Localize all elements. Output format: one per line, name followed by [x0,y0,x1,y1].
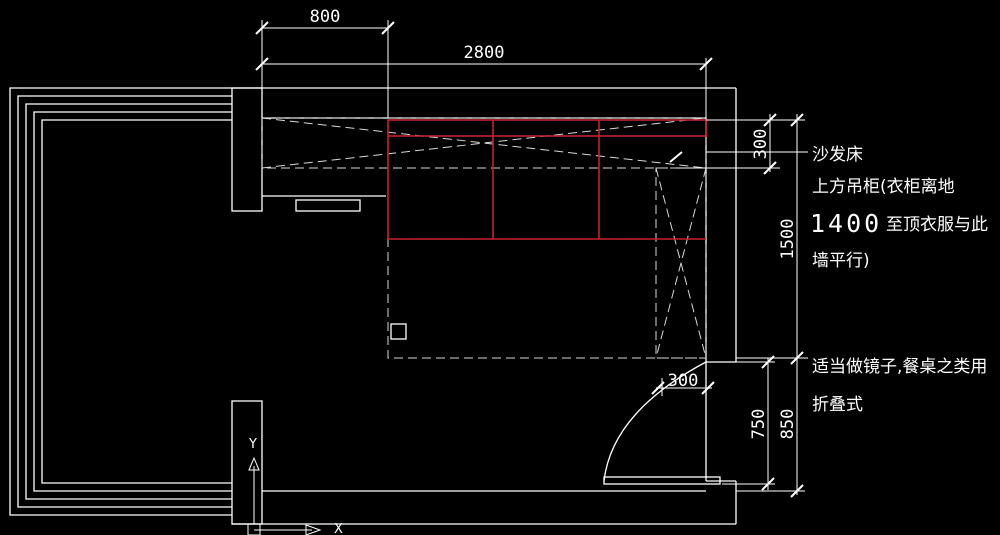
dimension-800: 800 [255,7,395,118]
ucs-axis-icon: Y X [247,437,343,535]
note-sofa-bed: 沙发床 [812,145,863,165]
dimension-2800: 2800 [255,43,713,118]
note-mirror-line2: 折叠式 [812,395,863,415]
dimension-300-door: 300 [651,371,715,396]
dimension-850: 850 [736,409,805,492]
dim-300-door-label: 300 [668,371,699,391]
note-cabinet-number: 1400 [810,209,882,238]
note-cabinet-line2: 至顶衣服与此 [886,215,988,235]
dim-1500-label: 1500 [778,219,798,260]
room-walls [9,87,737,525]
dim-800-label: 800 [310,7,341,27]
dim-2800-label: 2800 [464,43,505,63]
note-cabinet-line1: 上方吊柜(衣柜离地 [812,177,955,197]
axis-x-label: X [334,522,343,535]
dim-300-right-label: 300 [751,129,771,160]
dim-750-label: 750 [749,409,769,440]
dimension-750: 750 [722,355,775,491]
axis-y-label: Y [248,437,257,452]
note-mirror-line1: 适当做镜子,餐桌之类用 [812,357,987,377]
dimension-300-right: 300 [669,113,780,175]
dashed-furniture [261,117,707,359]
wardrobe-red [387,119,707,240]
dim-850-label: 850 [778,409,798,440]
note-cabinet-line3: 墙平行) [812,251,870,271]
